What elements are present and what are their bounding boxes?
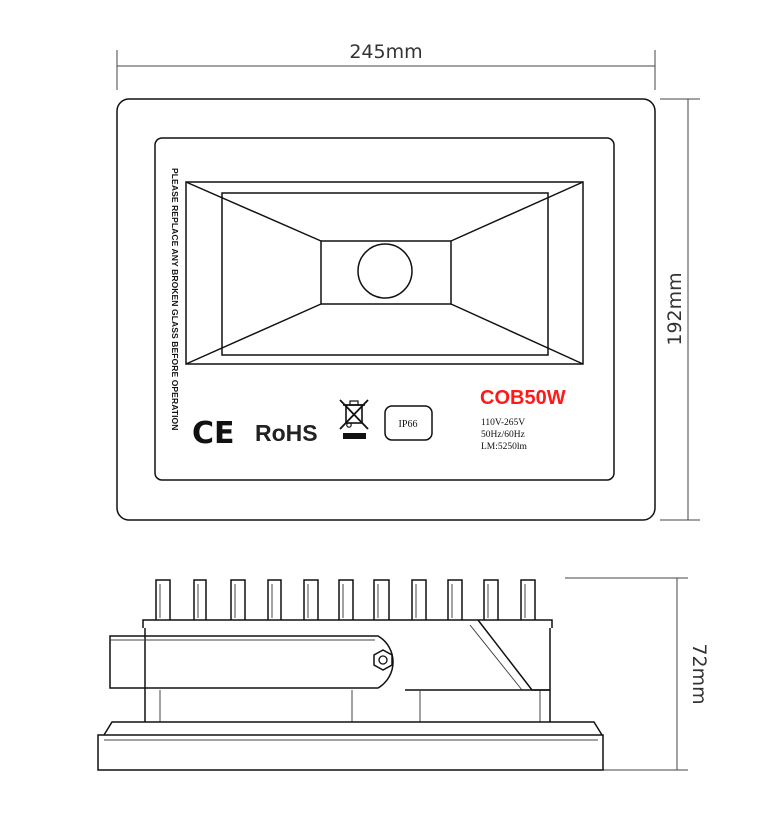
ip-rating-label: IP66 — [399, 419, 418, 430]
side-view: 72mm — [97, 577, 710, 771]
spec-voltage: 110V-265V — [481, 418, 525, 428]
ce-mark: CE — [192, 416, 235, 451]
front-view: PLEASE REPLACE ANY BROKEN GLASS BEFORE O… — [116, 98, 656, 521]
ip-rating-badge: IP66 — [384, 405, 433, 441]
reflector — [185, 181, 584, 365]
width-dimension: 245mm — [116, 41, 656, 90]
mounting-bracket — [109, 635, 394, 689]
heat-sink-body — [142, 619, 553, 722]
height-dimension: 192mm — [660, 98, 700, 521]
model-label: COB50W — [480, 387, 566, 409]
glass-panel — [154, 137, 615, 481]
warning-label: PLEASE REPLACE ANY BROKEN GLASS BEFORE O… — [170, 168, 180, 431]
housing-outline — [116, 98, 656, 521]
width-dimension-label: 245mm — [349, 41, 422, 63]
depth-dimension-label: 72mm — [688, 643, 710, 704]
heat-sink-fins — [155, 579, 536, 620]
spec-lumens: LM:5250lm — [481, 442, 528, 452]
hex-bolt-icon — [373, 649, 393, 671]
front-frame — [97, 721, 604, 771]
depth-dimension: 72mm — [565, 577, 710, 771]
cob-led-chip — [357, 243, 413, 299]
rohs-mark: RoHS — [255, 420, 318, 446]
height-dimension-label: 192mm — [664, 272, 686, 345]
crossed-out-wheelie-bin-icon — [339, 399, 369, 439]
spec-frequency: 50Hz/60Hz — [481, 430, 525, 440]
